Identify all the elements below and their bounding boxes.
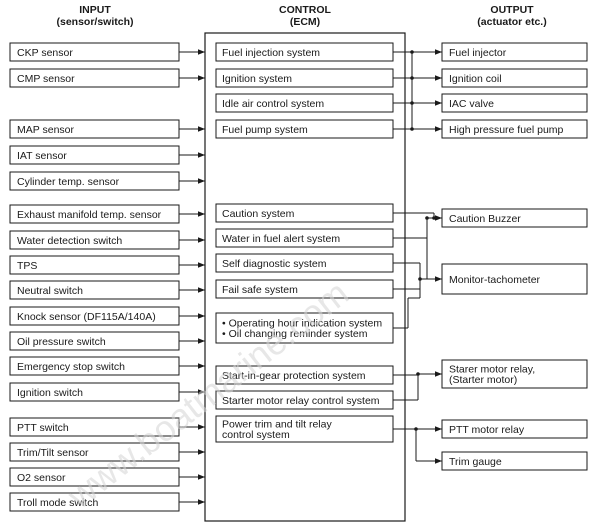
control-label: Caution system xyxy=(222,208,295,220)
input-label: PTT switch xyxy=(17,422,69,434)
control-system: Caution system xyxy=(215,203,394,223)
input-item: IAT sensor xyxy=(9,145,205,165)
control-label: Ignition system xyxy=(222,73,292,85)
input-item: Troll mode switch xyxy=(9,492,205,512)
junction-dot xyxy=(410,50,414,54)
input-label: O2 sensor xyxy=(17,472,66,484)
output-label: Starer motor relay, xyxy=(449,364,535,376)
output-label: Trim gauge xyxy=(449,456,502,468)
input-item: O2 sensor xyxy=(9,467,205,487)
output-item: IAC valve xyxy=(441,93,588,113)
control-label: Water in fuel alert system xyxy=(222,233,340,245)
control-system: Starter motor relay control system xyxy=(215,390,394,410)
output-header-title: OUTPUT xyxy=(490,4,534,16)
control-box xyxy=(215,312,394,344)
output-label: IAC valve xyxy=(449,98,494,110)
output-label: Ignition coil xyxy=(449,73,502,85)
input-item: Emergency stop switch xyxy=(9,356,205,376)
output-label: PTT motor relay xyxy=(449,424,525,436)
junction-dot xyxy=(414,427,418,431)
input-label: CMP sensor xyxy=(17,73,75,85)
control-system: Fail safe system xyxy=(215,279,394,299)
output-item: Monitor-tachometer xyxy=(441,263,588,295)
control-label: Self diagnostic system xyxy=(222,258,327,270)
control-label: Power trim and tilt relay xyxy=(222,419,332,431)
input-label: Cylinder temp. sensor xyxy=(17,176,120,188)
control-label: Fuel injection system xyxy=(222,47,320,59)
input-item: PTT switch xyxy=(9,417,205,437)
input-label: Knock sensor (DF115A/140A) xyxy=(17,311,156,323)
output-label: High pressure fuel pump xyxy=(449,124,564,136)
junction-dot xyxy=(416,372,420,376)
control-system: Self diagnostic system xyxy=(215,253,394,273)
control-system: Fuel pump system xyxy=(215,119,394,139)
output-label: (Starter motor) xyxy=(449,374,517,386)
input-item: TPS xyxy=(9,255,205,275)
input-label: Neutral switch xyxy=(17,285,83,297)
input-label: Ignition switch xyxy=(17,387,83,399)
output-label: Monitor-tachometer xyxy=(449,274,541,286)
output-label: Fuel injector xyxy=(449,47,507,59)
connection-lines xyxy=(393,49,442,464)
input-item: Trim/Tilt sensor xyxy=(9,442,205,462)
control-label: control system xyxy=(222,429,290,441)
output-item: Trim gauge xyxy=(441,451,588,471)
input-item: CKP sensor xyxy=(9,42,205,62)
input-label: IAT sensor xyxy=(17,150,67,162)
control-system: Idle air control system xyxy=(215,93,394,113)
control-label: Fuel pump system xyxy=(222,124,308,136)
junction-dot xyxy=(425,216,429,220)
output-box xyxy=(441,359,588,389)
input-label: Exhaust manifold temp. sensor xyxy=(17,209,162,221)
input-item: Neutral switch xyxy=(9,280,205,300)
input-item: Exhaust manifold temp. sensor xyxy=(9,204,205,224)
output-label: Caution Buzzer xyxy=(449,213,521,225)
output-item: High pressure fuel pump xyxy=(441,119,588,139)
input-label: Troll mode switch xyxy=(17,497,98,509)
control-label: Start-in-gear protection system xyxy=(222,370,366,382)
input-item: CMP sensor xyxy=(9,68,205,88)
output-header-subtitle: (actuator etc.) xyxy=(477,16,546,28)
input-label: CKP sensor xyxy=(17,47,73,59)
input-item: MAP sensor xyxy=(9,119,205,139)
control-system: Fuel injection system xyxy=(215,42,394,62)
control-system: Ignition system xyxy=(215,68,394,88)
output-item: Fuel injector xyxy=(441,42,588,62)
output-item: Ignition coil xyxy=(441,68,588,88)
control-header-subtitle: (ECM) xyxy=(290,16,320,28)
control-label: Idle air control system xyxy=(222,98,324,110)
input-item: Oil pressure switch xyxy=(9,331,205,351)
input-label: Emergency stop switch xyxy=(17,361,125,373)
control-system: • Operating hour indication system• Oil … xyxy=(215,312,394,344)
input-label: Trim/Tilt sensor xyxy=(17,447,89,459)
input-label: TPS xyxy=(17,260,37,272)
input-header-title: INPUT xyxy=(79,4,111,16)
control-header-title: CONTROL xyxy=(279,4,331,16)
output-item: PTT motor relay xyxy=(441,419,588,439)
control-label: • Operating hour indication system xyxy=(222,318,382,330)
input-label: MAP sensor xyxy=(17,124,74,136)
control-system: Water in fuel alert system xyxy=(215,228,394,248)
input-header-subtitle: (sensor/switch) xyxy=(56,16,133,28)
output-item: Starer motor relay,(Starter motor) xyxy=(441,359,588,389)
input-item: Cylinder temp. sensor xyxy=(9,171,205,191)
control-label: • Oil changing reminder system xyxy=(222,328,368,340)
output-item: Caution Buzzer xyxy=(441,208,588,228)
input-label: Oil pressure switch xyxy=(17,336,106,348)
control-label: Starter motor relay control system xyxy=(222,395,380,407)
output-box xyxy=(441,263,588,295)
input-item: Water detection switch xyxy=(9,230,205,250)
control-label: Fail safe system xyxy=(222,284,298,296)
input-label: Water detection switch xyxy=(17,235,122,247)
input-item: Ignition switch xyxy=(9,382,205,402)
input-item: Knock sensor (DF115A/140A) xyxy=(9,306,205,326)
